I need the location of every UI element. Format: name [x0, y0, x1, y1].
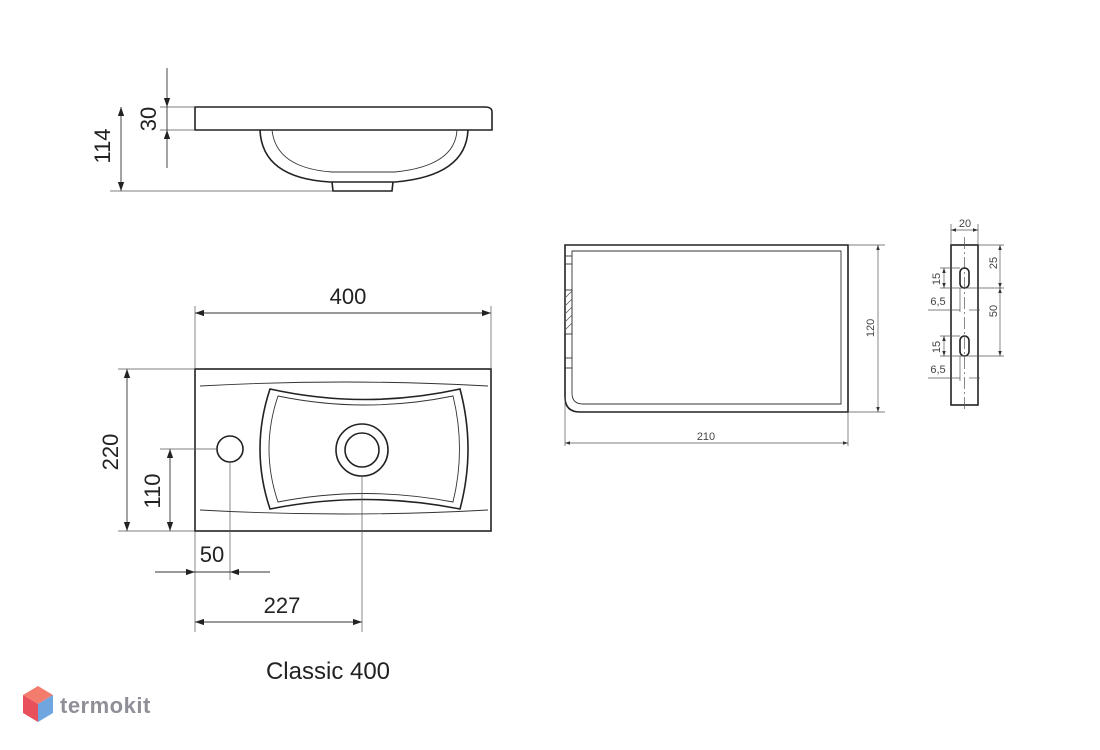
dimension-label-bracket-slot-spacing: 50 — [988, 305, 1000, 317]
side-view-drain-outlet — [331, 181, 394, 192]
top-view: 400 220 110 50 227 — [98, 284, 492, 632]
dimension-label-drain-offset: 227 — [264, 593, 301, 618]
dimension-label-bracket-slot-offset-1: 6,5 — [930, 296, 945, 308]
dimension-label-bracket-slot-offset-2: 6,5 — [930, 364, 945, 376]
dimension-label-bracket-width: 20 — [959, 218, 971, 230]
drain-inner — [344, 432, 380, 468]
side-view-rim — [194, 106, 493, 131]
dimension-label-front-width: 210 — [697, 431, 715, 443]
dimension-label-bracket-slot-height-1: 15 — [931, 273, 943, 285]
dimension-label-bracket-slot-height-2: 15 — [931, 341, 943, 353]
side-view: 114 30 — [90, 68, 493, 192]
top-view-bowl-outer — [259, 388, 469, 510]
side-view-bowl-inner — [271, 129, 458, 173]
brand-logo: termokit — [23, 686, 151, 722]
side-view-bowl-outer — [259, 129, 469, 183]
dimension-label-total-height: 114 — [90, 128, 115, 163]
dimension-label-front-height: 120 — [865, 319, 877, 337]
front-view-hatch — [564, 289, 573, 335]
drain-outer — [335, 423, 389, 477]
mounting-bracket: 20 25 50 15 6,5 15 6,5 — [928, 218, 1004, 412]
dimension-label-bracket-top-offset: 25 — [988, 257, 1000, 269]
dimension-label-tap-offset-x: 50 — [200, 542, 224, 567]
brand-cube-icon — [23, 686, 53, 722]
top-view-outline — [194, 368, 492, 532]
front-view: 120 210 — [564, 244, 885, 446]
dimension-label-width: 400 — [330, 284, 367, 309]
model-caption: Classic 400 — [266, 658, 390, 685]
brand-name: termokit — [60, 693, 151, 718]
dimension-label-depth: 220 — [98, 434, 123, 471]
front-view-outline — [564, 244, 849, 413]
dimension-label-rim-height: 30 — [136, 107, 161, 131]
top-view-bowl-inner — [268, 395, 460, 503]
dimension-label-tap-offset-y: 110 — [140, 473, 165, 508]
tap-hole — [216, 435, 244, 463]
